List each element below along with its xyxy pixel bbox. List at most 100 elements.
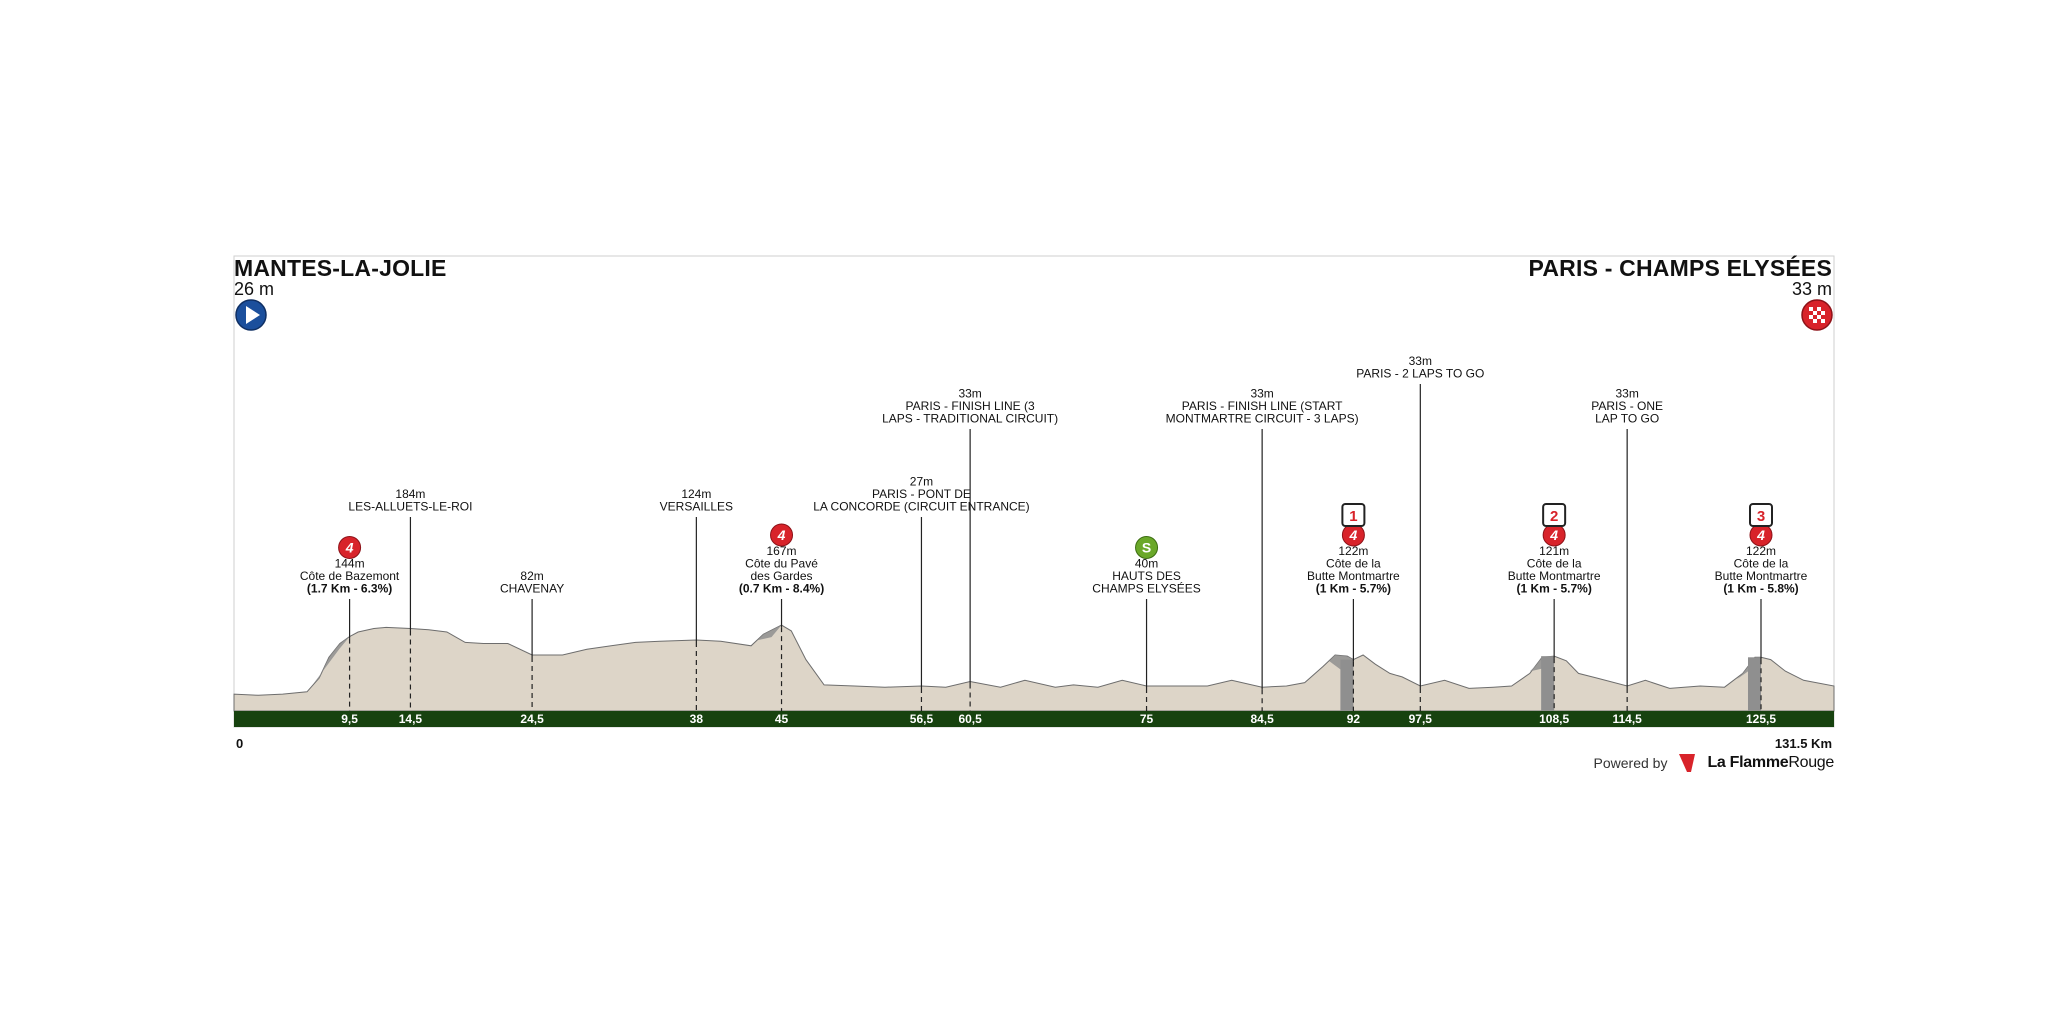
brand-name-bold: La Flamme (1707, 754, 1789, 771)
lap-number-label: 2 (1550, 508, 1558, 525)
circuit-climb-bar-2 (1541, 656, 1555, 711)
waypoint-label-line: PARIS - PONT DE (872, 487, 971, 501)
waypoint-label-line: des Gardes (751, 569, 813, 583)
lap-number-badge-icon: 2 (1542, 503, 1567, 527)
waypoint-label-line: LAP TO GO (1595, 412, 1659, 426)
waypoint-altitude: 167m (767, 544, 797, 558)
km-base-band (234, 711, 1834, 727)
circuit-climb-bar-1 (1340, 659, 1354, 711)
waypoint-label-line: MONTMARTRE CIRCUIT - 3 LAPS) (1166, 412, 1359, 426)
km-tick-label: 125,5 (1746, 712, 1776, 726)
kom-category-label: 4 (1549, 527, 1558, 543)
waypoint-altitude: 40m (1135, 557, 1158, 571)
waypoint-altitude: 27m (910, 475, 933, 489)
kom-category-label: 4 (777, 527, 786, 543)
finish-checker-cell (1813, 319, 1817, 323)
climb-length-gradient: (1.7 Km - 6.3%) (307, 582, 392, 596)
climb-length-gradient: (1 Km - 5.7%) (1316, 582, 1391, 596)
waypoint-label-line: Butte Montmartre (1307, 569, 1400, 583)
lap-number-label: 3 (1757, 508, 1765, 525)
waypoint-label-line: CHAVENAY (500, 582, 564, 596)
finish-city-name: PARIS - CHAMPS ELYSÉES (1528, 255, 1832, 281)
lap-number-label: 1 (1349, 508, 1357, 525)
kom-category-badge-icon: 4 (338, 536, 362, 559)
waypoint-label-line: Côte de la (1734, 557, 1789, 571)
start-city-name: MANTES-LA-JOLIE (234, 255, 447, 281)
kom-category-badge-icon: 4 (1542, 523, 1566, 547)
lap-badge-box (1341, 503, 1366, 527)
waypoint-altitude: 33m (958, 387, 981, 401)
axis-end-label: 131.5 Km (1775, 736, 1832, 751)
km-tick-label: 60,5 (958, 712, 982, 726)
km-tick-label: 45 (775, 712, 789, 726)
waypoint-label-line: CHAMPS ELYSÉES (1092, 581, 1200, 596)
finish-checker-cell (1813, 311, 1817, 315)
waypoint-altitude: 122m (1746, 544, 1776, 558)
kom-category-badge-icon: 4 (1749, 523, 1773, 547)
waypoint-label-line: PARIS - FINISH LINE (START (1182, 399, 1343, 413)
kom-badge-circle (770, 523, 794, 547)
waypoint-label-line: HAUTS DES (1112, 569, 1181, 583)
lap-badge-box (1748, 503, 1773, 527)
start-altitude: 26 m (234, 279, 275, 299)
waypoint-label-line: Côte de Bazemont (300, 569, 400, 583)
finish-checker-cell (1809, 307, 1813, 311)
waypoint-label-line: Butte Montmartre (1508, 569, 1601, 583)
terrain-area (233, 624, 1835, 712)
sprint-badge-circle (1135, 536, 1159, 559)
km-tick-label: 9,5 (341, 712, 358, 726)
axis-start-label: 0 (236, 736, 243, 751)
waypoint-altitude: 184m (395, 487, 425, 501)
km-tick-label: 14,5 (399, 712, 423, 726)
climb-shade-2 (757, 625, 782, 641)
lap-badge-box (1542, 503, 1567, 527)
waypoint-label-line: Côte de la (1527, 557, 1582, 571)
kom-category-badge-icon: 4 (1341, 523, 1365, 547)
km-tick-label: 56,5 (910, 712, 934, 726)
waypoint-label-line: LA CONCORDE (CIRCUIT ENTRANCE) (813, 500, 1029, 514)
waypoint-altitude: 144m (335, 557, 365, 571)
waypoint-altitude: 124m (681, 487, 711, 501)
kom-badge-circle (338, 536, 362, 559)
km-tick-label: 38 (690, 712, 704, 726)
finish-checker-cell (1817, 307, 1821, 311)
km-tick-label: 92 (1347, 712, 1361, 726)
kom-category-badge-icon: 4 (770, 523, 794, 547)
waypoint-altitude: 121m (1539, 544, 1569, 558)
waypoint-altitude: 82m (520, 569, 543, 583)
km-tick-label: 84,5 (1250, 712, 1274, 726)
waypoint-altitude: 33m (1615, 387, 1638, 401)
start-badge-icon (235, 299, 267, 331)
finish-checker-cell (1817, 315, 1821, 319)
sprint-label: S (1142, 540, 1151, 556)
lap-number-badge-icon: 3 (1748, 503, 1773, 527)
waypoint-label-line: LES-ALLUETS-LE-ROI (348, 500, 472, 514)
climb-length-gradient: (1 Km - 5.8%) (1723, 582, 1798, 596)
climb-length-gradient: (1 Km - 5.7%) (1516, 582, 1591, 596)
flamme-rouge-logo-icon (1679, 754, 1696, 772)
sprint-badge-icon: S (1135, 536, 1159, 559)
waypoint-label-line: PARIS - ONE (1591, 399, 1663, 413)
kom-category-label: 4 (1756, 527, 1765, 543)
km-tick-label: 97,5 (1409, 712, 1433, 726)
waypoint-label-line: VERSAILLES (660, 500, 733, 514)
kom-category-label: 4 (345, 540, 354, 556)
finish-checker-cell (1809, 315, 1813, 319)
km-tick-label: 75 (1140, 712, 1154, 726)
lap-number-badge-icon: 1 (1341, 503, 1366, 527)
